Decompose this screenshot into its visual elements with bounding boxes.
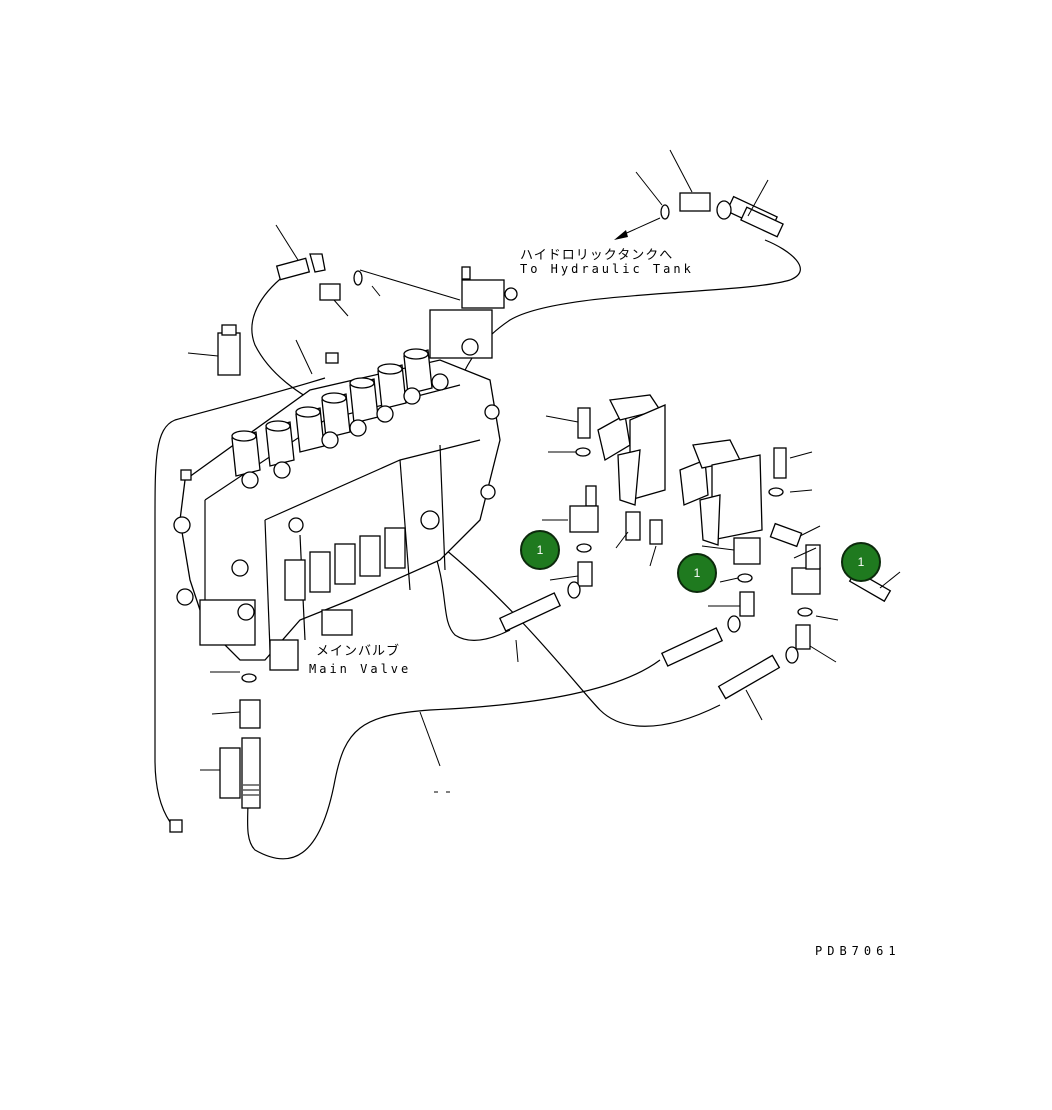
tank-label-jp: ハイドロリックタンクへ — [520, 248, 674, 263]
main-valve-body — [173, 359, 501, 671]
right-fittings — [567, 447, 892, 664]
solenoid-valve — [429, 266, 518, 359]
tank-direction-arrow — [614, 217, 661, 240]
middle-hose — [429, 539, 511, 642]
callout-1[interactable]: 1 — [677, 553, 717, 593]
left-fittings — [169, 324, 339, 833]
callout-1[interactable]: 1 — [520, 530, 560, 570]
callout-1[interactable]: 1 — [841, 542, 881, 582]
main-valve-label-jp: メインバルブ — [316, 644, 401, 659]
hose-ends — [498, 206, 784, 700]
leader-lines — [187, 149, 901, 771]
drawing-number: PDB7061 — [815, 944, 901, 958]
right-brackets — [577, 394, 787, 546]
valve-spool-caps — [231, 348, 449, 489]
main-valve-label-en: Main Valve — [309, 662, 412, 676]
valve-lower-spools — [284, 527, 406, 601]
bottom-loop-hose — [246, 659, 661, 860]
tank-label-en: To Hydraulic Tank — [520, 262, 694, 276]
left-long-hose — [154, 377, 326, 823]
lower-right-hose — [439, 544, 721, 727]
